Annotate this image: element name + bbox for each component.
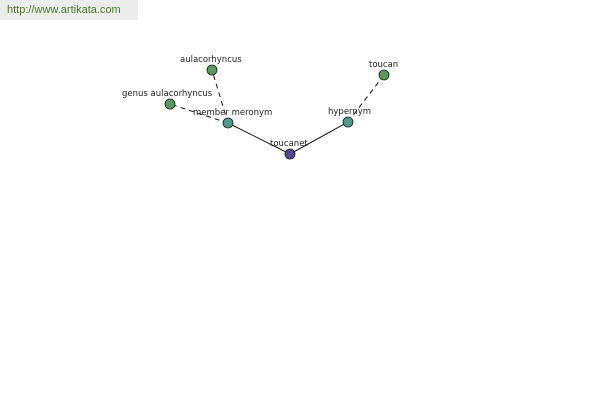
node-genus-aulacorhyncus[interactable]	[164, 98, 176, 110]
node-label-genus-aulacorhyncus[interactable]: genus aulacorhyncus	[122, 89, 213, 99]
node-aulacorhyncus[interactable]	[206, 64, 218, 76]
site-url-link[interactable]: http://www.artikata.com	[0, 0, 138, 20]
node-member-meronym[interactable]	[222, 117, 234, 129]
node-label-toucanet[interactable]: toucanet	[270, 139, 308, 149]
node-label-member-meronym[interactable]: member meronym	[193, 108, 272, 118]
edge-member-meronym-genus-aulacorhyncus	[169, 103, 229, 124]
node-label-toucan[interactable]: toucan	[369, 60, 398, 70]
node-toucanet[interactable]	[284, 148, 296, 160]
graph-edges	[169, 69, 385, 155]
edge-hypernym-toucan	[347, 74, 385, 123]
graph-nodes	[164, 64, 390, 160]
node-hypernym[interactable]	[342, 116, 354, 128]
node-label-aulacorhyncus[interactable]: aulacorhyncus	[180, 55, 242, 65]
node-label-hypernym[interactable]: hypernym	[328, 107, 371, 117]
graph-labels: toucanet member meronym hypernym aulacorhyn…	[122, 55, 398, 149]
node-toucan[interactable]	[378, 69, 390, 81]
edge-toucanet-member-meronym	[227, 122, 291, 155]
edge-toucanet-hypernym	[289, 121, 349, 155]
edge-member-meronym-aulacorhyncus	[211, 69, 229, 124]
